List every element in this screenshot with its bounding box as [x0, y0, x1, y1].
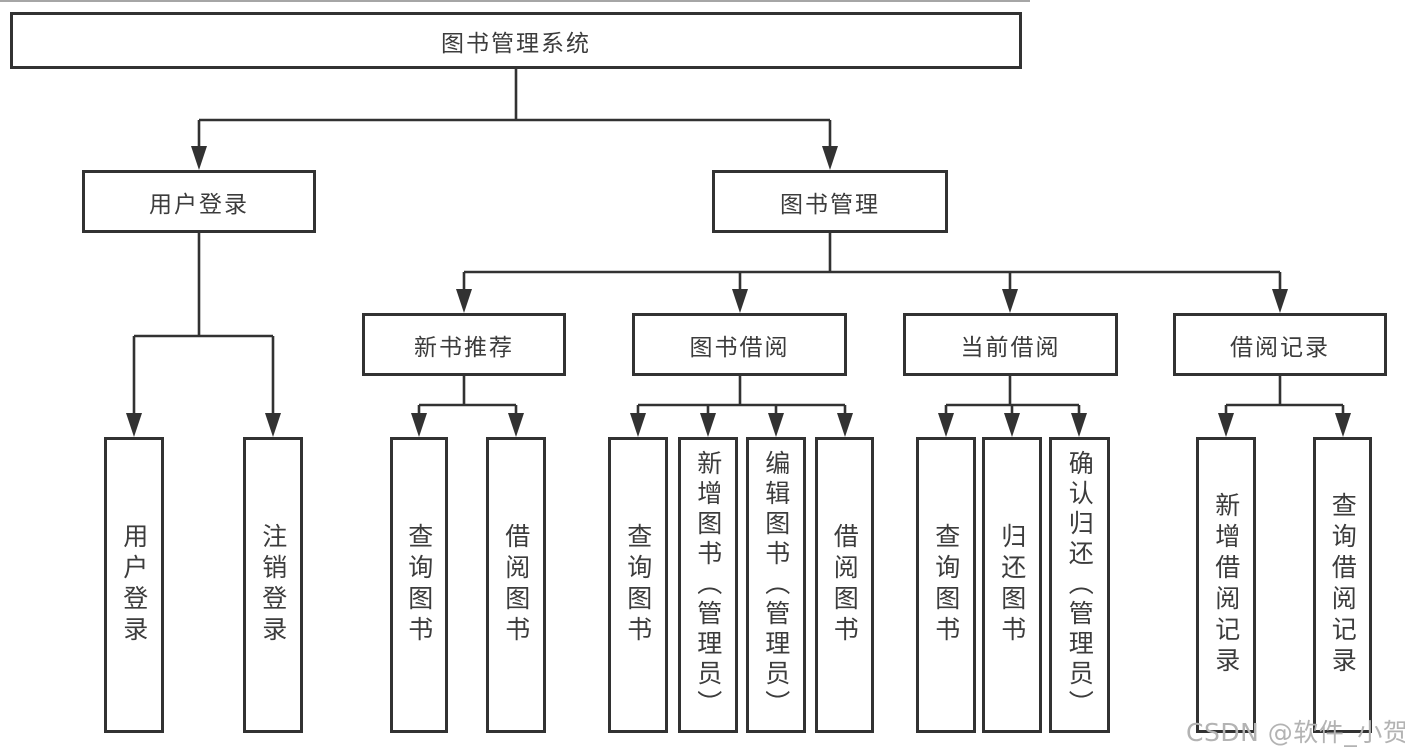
leaf-user-login: 用户登录 [104, 437, 164, 733]
node-book-borrowing-label: 图书借阅 [689, 334, 790, 361]
node-current-borrowing-label: 当前借阅 [960, 334, 1061, 361]
leaf-recommend-borrow-books-label: 借阅图书 [501, 523, 531, 647]
leaf-current-return-books: 归还图书 [982, 437, 1042, 733]
leaf-records-query-record-label: 查询借阅记录 [1328, 492, 1358, 678]
leaf-current-return-books-label: 归还图书 [997, 523, 1027, 647]
leaf-borrowing-add-books-admin: 新增图书（管理员） [678, 437, 738, 733]
node-book-management: 图书管理 [712, 170, 948, 233]
leaf-recommend-query-books: 查询图书 [390, 437, 448, 733]
leaf-borrowing-edit-books-admin: 编辑图书（管理员） [746, 437, 806, 733]
leaf-current-confirm-return-admin: 确认归还（管理员） [1049, 437, 1110, 733]
leaf-records-query-record: 查询借阅记录 [1313, 437, 1372, 733]
node-current-borrowing: 当前借阅 [903, 313, 1118, 376]
node-borrow-records-label: 借阅记录 [1230, 334, 1330, 361]
leaf-current-query-books: 查询图书 [916, 437, 976, 733]
leaf-borrowing-query-books-label: 查询图书 [623, 523, 653, 647]
leaf-borrowing-borrow-books: 借阅图书 [815, 437, 874, 733]
top-edge-line [0, 0, 1030, 2]
node-root-system-label: 图书管理系统 [441, 30, 591, 57]
leaf-borrowing-borrow-books-label: 借阅图书 [830, 523, 860, 647]
node-user-login-label: 用户登录 [149, 191, 249, 218]
node-book-management-label: 图书管理 [780, 191, 880, 218]
leaf-recommend-query-books-label: 查询图书 [404, 523, 434, 647]
arrowheads [126, 146, 1351, 437]
node-borrow-records: 借阅记录 [1173, 313, 1387, 376]
leaf-records-add-record: 新增借阅记录 [1196, 437, 1256, 733]
leaf-borrowing-add-books-admin-label: 新增图书（管理员） [693, 450, 723, 720]
leaf-records-add-record-label: 新增借阅记录 [1211, 492, 1241, 678]
leaf-logout: 注销登录 [243, 437, 303, 733]
node-new-book-recommend-label: 新书推荐 [414, 334, 514, 361]
node-new-book-recommend: 新书推荐 [362, 313, 566, 376]
node-root-system: 图书管理系统 [10, 12, 1022, 69]
leaf-recommend-borrow-books: 借阅图书 [486, 437, 546, 733]
leaf-logout-label: 注销登录 [258, 523, 288, 647]
node-user-login: 用户登录 [82, 170, 316, 233]
leaf-user-login-label: 用户登录 [119, 523, 149, 647]
leaf-current-confirm-return-admin-label: 确认归还（管理员） [1065, 450, 1095, 720]
leaf-borrowing-edit-books-admin-label: 编辑图书（管理员） [761, 450, 791, 720]
leaf-borrowing-query-books: 查询图书 [608, 437, 668, 733]
node-book-borrowing: 图书借阅 [632, 313, 847, 376]
leaf-current-query-books-label: 查询图书 [931, 523, 961, 647]
csdn-watermark: CSDN @软件_小贺同学 [1186, 718, 1405, 747]
